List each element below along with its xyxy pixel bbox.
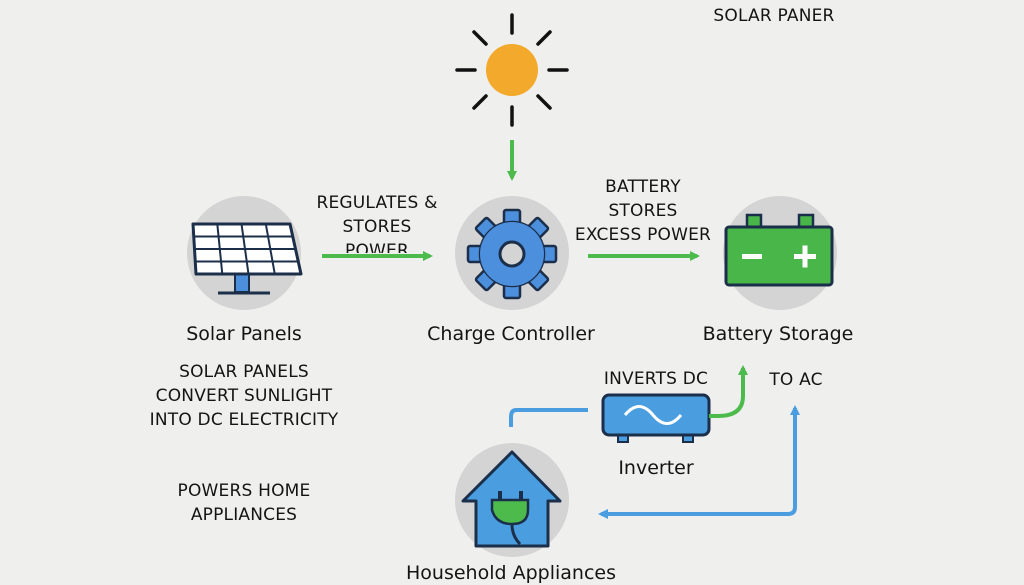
inverter-icon — [601, 393, 711, 443]
inverter-to-appliances-line — [509, 408, 588, 427]
header-text: SOLAR PANER — [713, 6, 835, 26]
household-appliances-label: Household Appliances — [406, 562, 616, 584]
gear-icon — [466, 208, 558, 300]
powers-home-annotation: POWERS HOME APPLIANCES — [177, 481, 311, 525]
inverter-label: Inverter — [618, 457, 694, 479]
battery-storage-label: Battery Storage — [702, 323, 854, 345]
battery-stores-annotation: BATTERY STORES EXCESS POWER — [574, 177, 712, 245]
battery-icon — [724, 213, 834, 287]
solar-panels-label: Solar Panels — [186, 323, 302, 345]
solar-desc-annotation: SOLAR PANELS CONVERT SUNLIGHT INTO DC EL… — [149, 362, 339, 430]
solar-panel-icon — [191, 222, 303, 295]
charge-controller-label: Charge Controller — [427, 323, 595, 345]
sun-icon — [455, 13, 569, 127]
house-plug-icon — [461, 450, 562, 548]
ac-return-arrow — [598, 412, 797, 519]
inverts-dc-annotation: INVERTS DC — [603, 369, 709, 389]
regulates-annotation: REGULATES & STORES POWER — [316, 193, 438, 253]
inverter-to-battery-arrow — [709, 365, 748, 418]
to-ac-annotation: TO AC — [769, 370, 823, 390]
